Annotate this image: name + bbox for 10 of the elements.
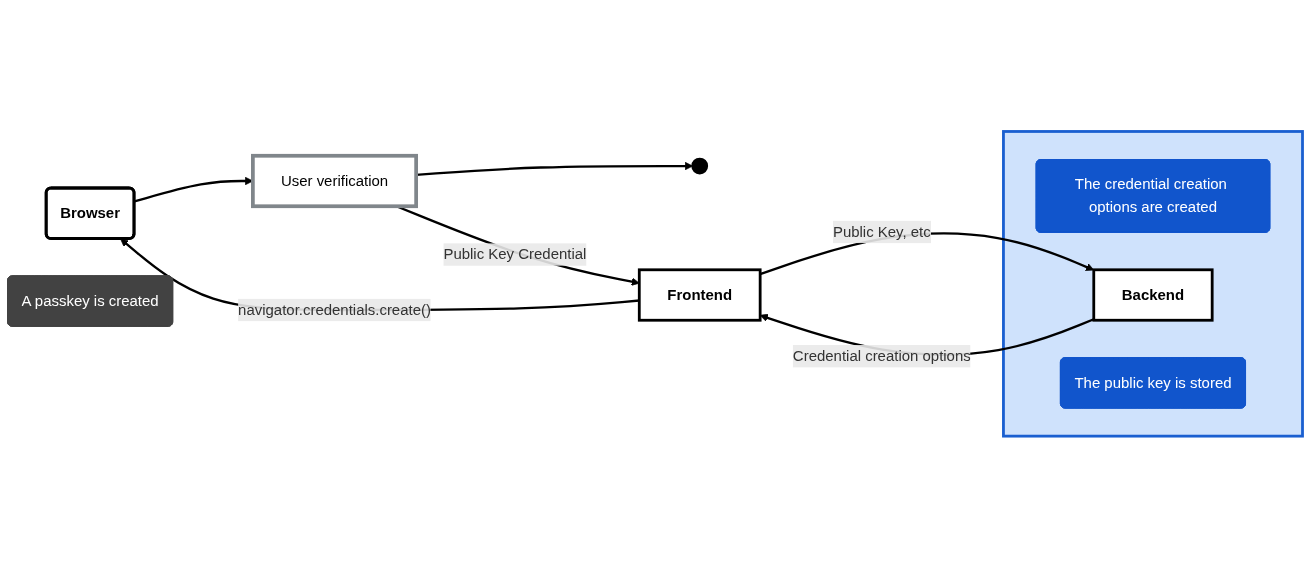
edge-label: Public Key Credential — [443, 246, 587, 263]
node-box: Frontend — [637, 268, 762, 322]
node-person — [691, 157, 709, 175]
node-box: Backend — [1092, 268, 1214, 322]
edge-label: Credential creation options — [792, 348, 971, 364]
arrow — [120, 238, 640, 312]
node-box: User verification — [251, 154, 418, 209]
edge-label: navigator.credentials.create() — [238, 301, 431, 318]
edge-label: Public Key, etc — [832, 223, 931, 240]
cluster — [1002, 130, 1304, 438]
